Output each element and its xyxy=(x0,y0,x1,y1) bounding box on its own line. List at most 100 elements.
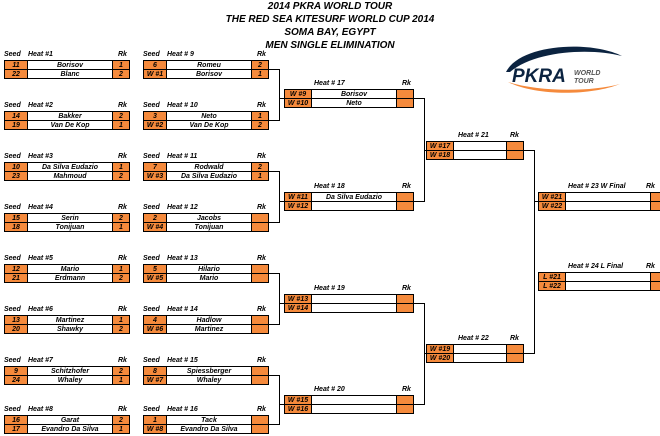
bracket-connector xyxy=(279,303,284,304)
heat-title: Heat # 13 xyxy=(167,255,198,262)
rank-cell xyxy=(506,353,524,363)
bracket-connector xyxy=(279,404,284,405)
rider-name-cell xyxy=(311,303,397,313)
seed-cell: W #1 xyxy=(143,69,167,79)
rank-cell xyxy=(396,201,414,211)
seed-cell: W #7 xyxy=(143,375,167,385)
seed-cell: 22 xyxy=(4,69,28,79)
heat-title: Heat # 21 xyxy=(458,132,489,139)
bracket-connector xyxy=(414,303,424,304)
rank-cell: 1 xyxy=(251,69,269,79)
seed-label: Seed xyxy=(4,306,21,313)
rider-name-cell: Whaley xyxy=(27,375,113,385)
seed-label: Seed xyxy=(143,102,160,109)
bracket-connector xyxy=(269,171,279,172)
seed-cell: W #6 xyxy=(143,324,167,334)
seed-label: Seed xyxy=(143,153,160,160)
rider-name-cell: Martinez xyxy=(166,324,252,334)
rk-label: Rk xyxy=(118,406,127,413)
rank-cell xyxy=(251,424,269,434)
seed-label: Seed xyxy=(4,153,21,160)
heat-title: Heat # 15 xyxy=(167,357,198,364)
title-line-4: MEN SINGLE ELIMINATION xyxy=(265,40,395,51)
rk-label: Rk xyxy=(118,51,127,58)
rank-cell xyxy=(650,201,660,211)
rk-label: Rk xyxy=(510,132,519,139)
rk-label: Rk xyxy=(257,406,266,413)
heat-title: Heat # 12 xyxy=(167,204,198,211)
rider-name-cell: Evandro Da Silva xyxy=(27,424,113,434)
rk-label: Rk xyxy=(257,357,266,364)
rider-name-cell: Erdmann xyxy=(27,273,113,283)
seed-cell: W #4 xyxy=(143,222,167,232)
bracket-connector xyxy=(269,324,279,325)
rider-name-cell xyxy=(311,404,397,414)
bracket-connector xyxy=(414,201,424,202)
bracket-connector xyxy=(279,201,284,202)
rank-cell: 1 xyxy=(112,120,130,130)
rk-label: Rk xyxy=(118,204,127,211)
seed-label: Seed xyxy=(143,406,160,413)
rider-name-cell: Da Silva Eudazio xyxy=(166,171,252,181)
rank-cell: 2 xyxy=(112,273,130,283)
heat-title: Heat #6 xyxy=(28,306,53,313)
heat-title: Heat # 18 xyxy=(314,183,345,190)
bracket-connector xyxy=(424,353,426,354)
rider-name-cell: Van De Kop xyxy=(166,120,252,130)
bracket-connector xyxy=(279,375,280,425)
seed-cell: W #16 xyxy=(284,404,312,414)
rank-cell xyxy=(251,324,269,334)
seed-cell: W #10 xyxy=(284,98,312,108)
heat-title: Heat #4 xyxy=(28,204,53,211)
heat-title: Heat #7 xyxy=(28,357,53,364)
bracket-connector xyxy=(414,98,424,99)
heat-title: Heat # 19 xyxy=(314,285,345,292)
rank-cell: 1 xyxy=(251,171,269,181)
rk-label: Rk xyxy=(257,102,266,109)
bracket-connector xyxy=(269,120,279,121)
bracket-connector xyxy=(269,424,279,425)
bracket-connector xyxy=(534,150,535,354)
rk-label: Rk xyxy=(257,153,266,160)
heat-title: Heat # 11 xyxy=(167,153,198,160)
rider-name-cell: Whaley xyxy=(166,375,252,385)
bracket-connector xyxy=(269,222,279,223)
rider-name-cell: Van De Kop xyxy=(27,120,113,130)
rk-label: Rk xyxy=(257,306,266,313)
seed-cell: 21 xyxy=(4,273,28,283)
heat-title: Heat #5 xyxy=(28,255,53,262)
seed-cell: W #12 xyxy=(284,201,312,211)
heat-title: Heat # 20 xyxy=(314,386,345,393)
rk-label: Rk xyxy=(257,51,266,58)
rank-cell: 1 xyxy=(112,375,130,385)
rank-cell xyxy=(396,303,414,313)
seed-cell: 24 xyxy=(4,375,28,385)
rider-name-cell: Shawky xyxy=(27,324,113,334)
rk-label: Rk xyxy=(118,255,127,262)
bracket-connector xyxy=(269,375,279,376)
rider-name-cell xyxy=(453,150,507,160)
rider-name-cell xyxy=(453,353,507,363)
bracket-connector xyxy=(269,273,279,274)
bracket-connector xyxy=(424,150,426,151)
rider-name-cell xyxy=(311,201,397,211)
heat-title: Heat # 17 xyxy=(314,80,345,87)
title-line-3: SOMA BAY, EGYPT xyxy=(284,27,376,38)
rank-cell: 2 xyxy=(112,324,130,334)
seed-label: Seed xyxy=(4,102,21,109)
rk-label: Rk xyxy=(402,183,411,190)
heat-title: Heat # 10 xyxy=(167,102,198,109)
seed-cell: W #14 xyxy=(284,303,312,313)
bracket-connector xyxy=(279,273,280,325)
rk-label: Rk xyxy=(402,80,411,87)
title-line-2: THE RED SEA KITESURF WORLD CUP 2014 xyxy=(225,14,435,25)
logo-swoosh xyxy=(506,46,622,72)
heat-title: Heat #8 xyxy=(28,406,53,413)
rk-label: Rk xyxy=(257,204,266,211)
heat-title: Heat # 24 L Final xyxy=(568,263,624,270)
seed-cell: W #8 xyxy=(143,424,167,434)
bracket-connector xyxy=(279,98,284,99)
rank-cell xyxy=(251,375,269,385)
pkra-logo: PKRA WORLD TOUR xyxy=(506,46,622,93)
heat-title: Heat #1 xyxy=(28,51,53,58)
